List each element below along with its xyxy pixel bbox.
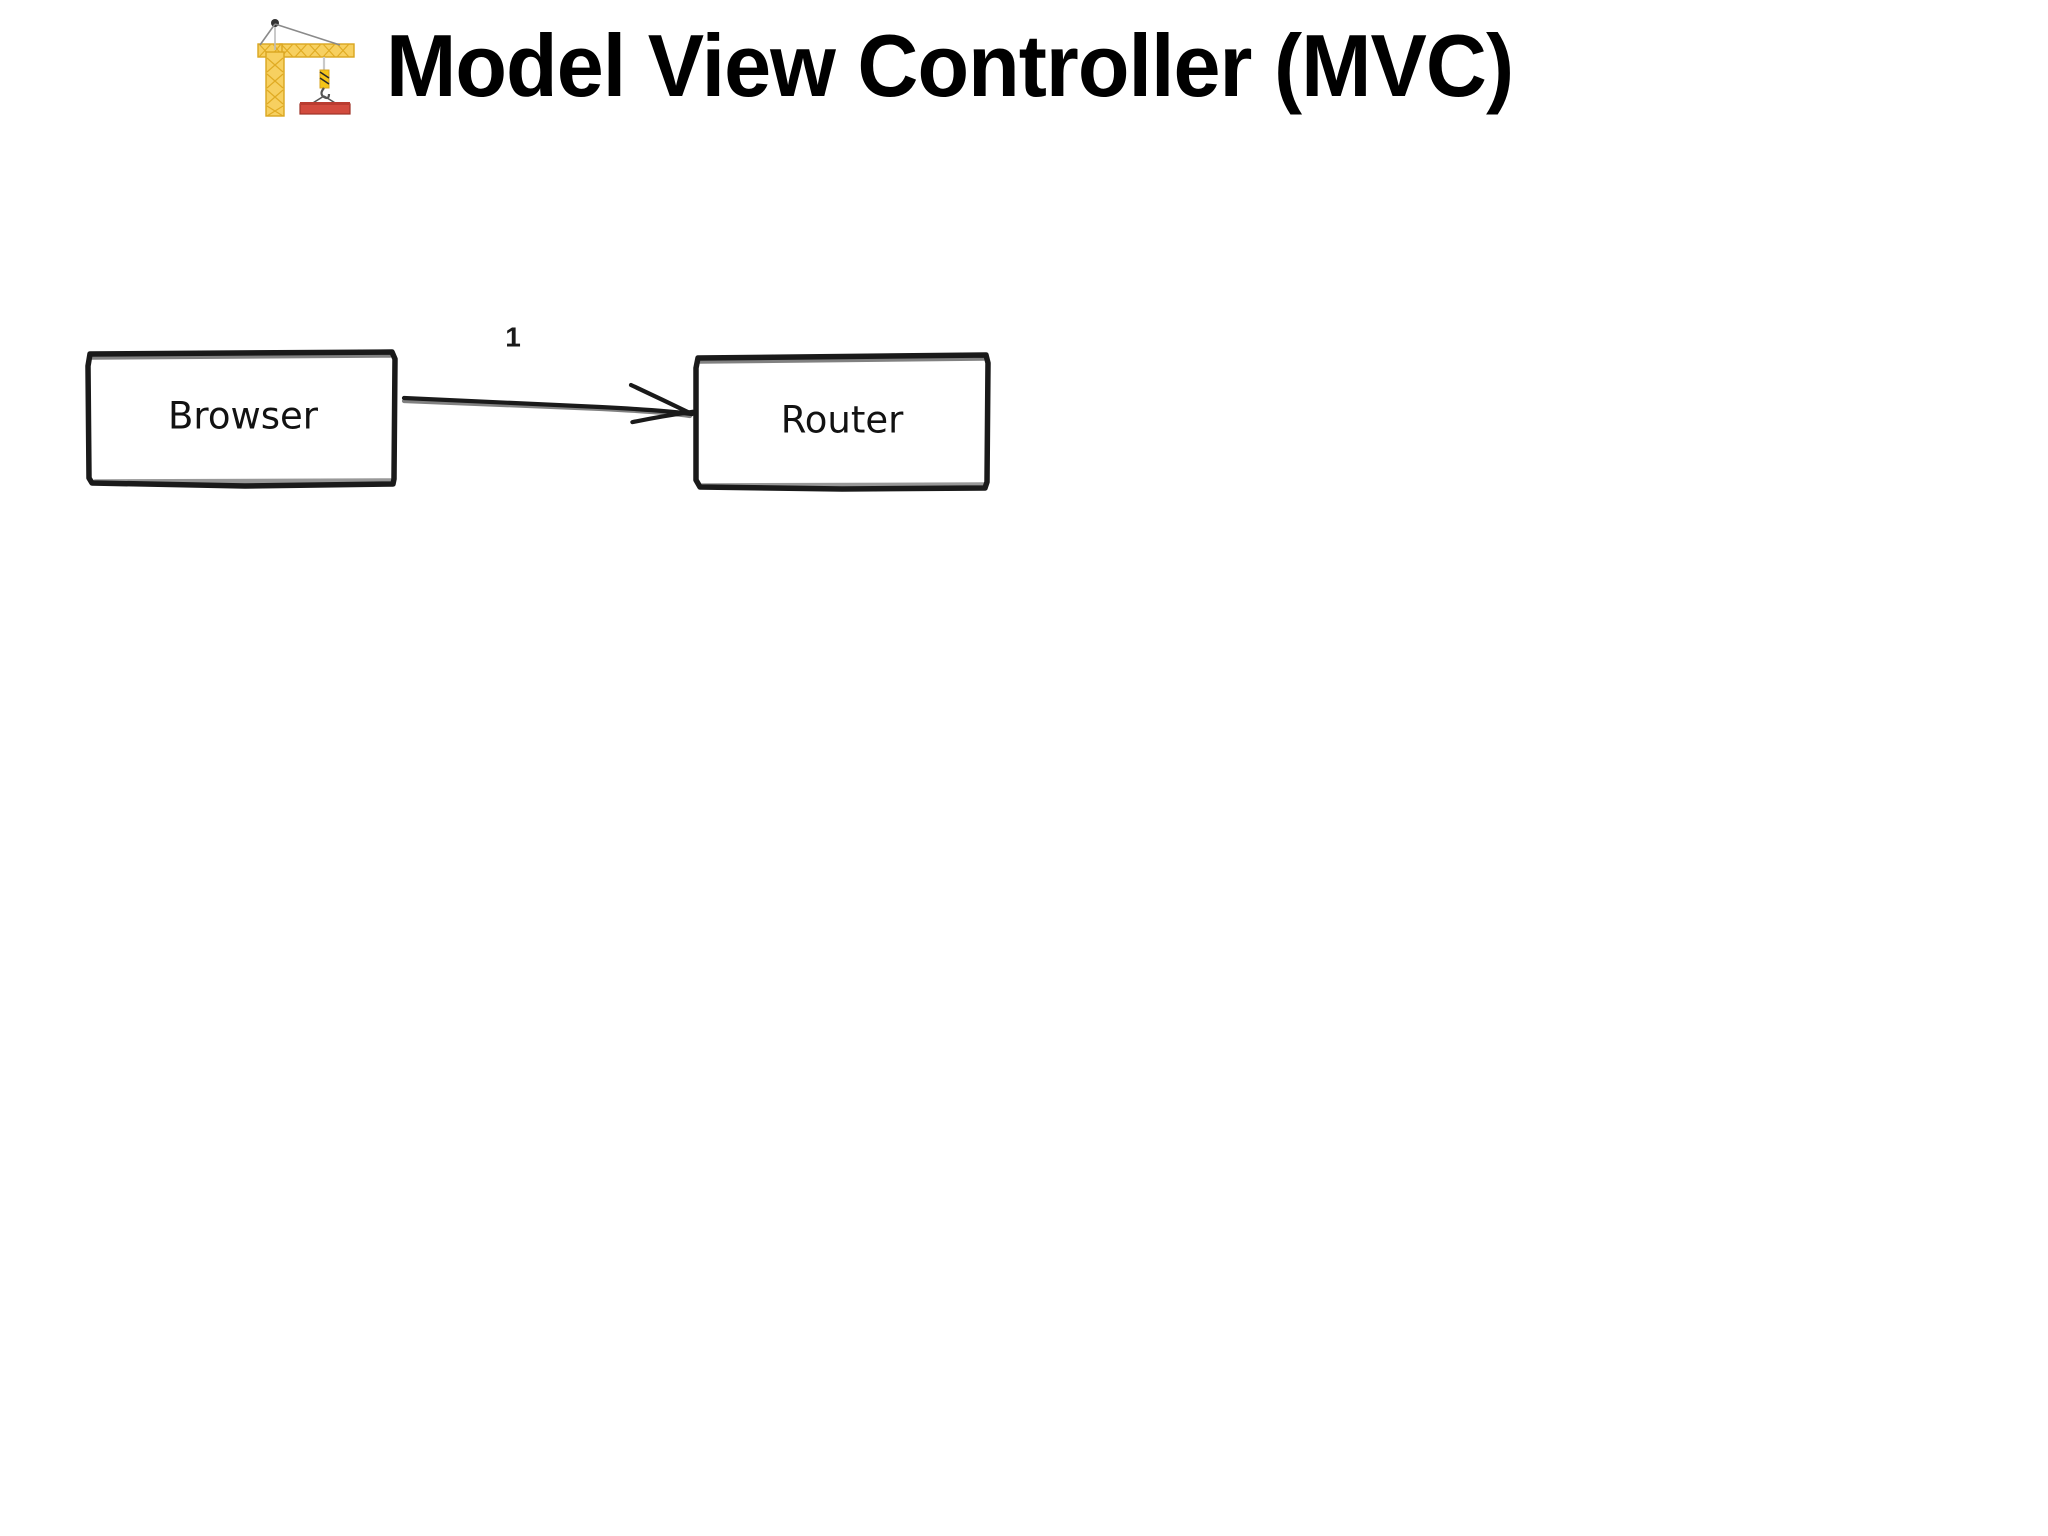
construction-crane-emoji <box>257 19 355 117</box>
slide-title-row: Model View Controller (MVC) <box>240 6 1560 126</box>
diagram-node-router-label: Router <box>781 399 904 442</box>
diagram-node-browser[interactable]: Browser <box>85 349 398 489</box>
diagram-node-router[interactable]: Router <box>693 352 991 492</box>
diagram-edge-browser-to-router[interactable]: 1 <box>401 321 695 425</box>
diagram-edge-label-1: 1 <box>505 321 521 352</box>
diagram-node-browser-label: Browser <box>168 395 319 438</box>
page-title: Model View Controller (MVC) <box>386 16 1514 115</box>
